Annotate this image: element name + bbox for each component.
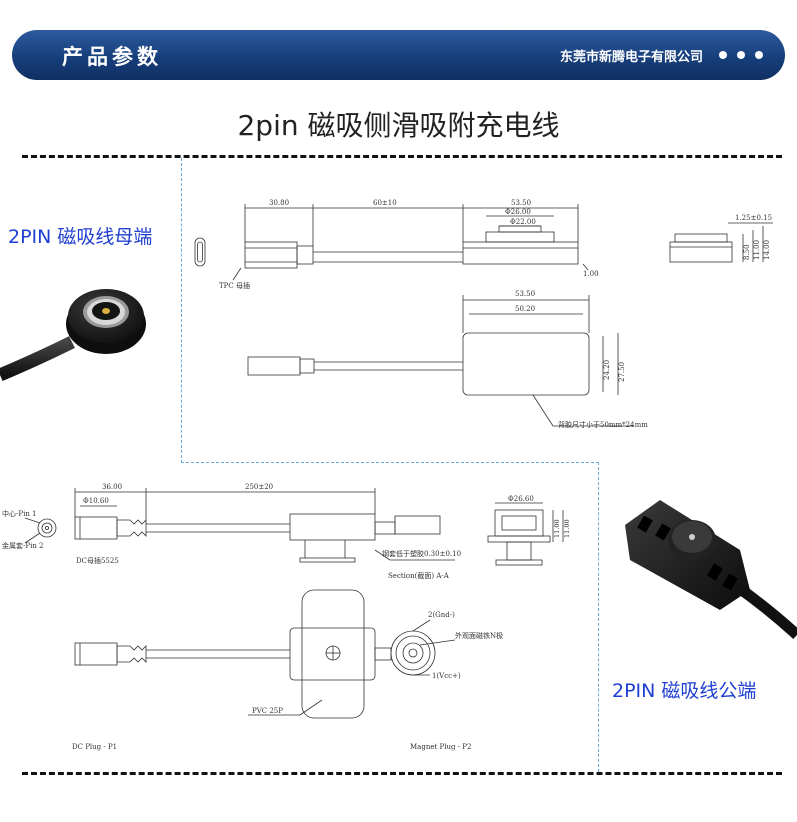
female-connector-photo bbox=[0, 289, 146, 381]
male-connector-photo bbox=[625, 500, 797, 640]
dim-label: 11.00 bbox=[553, 519, 561, 538]
male-end-label: 2PIN 磁吸线公端 bbox=[612, 680, 757, 702]
pin1-label: 中心-Pin 1 bbox=[2, 509, 37, 518]
dim-label: 1.00 bbox=[583, 270, 599, 278]
dim-label: 8.50 bbox=[743, 244, 751, 260]
header-title: 产品参数 bbox=[62, 45, 162, 69]
vcc-label: 1(Vcc+) bbox=[432, 672, 461, 680]
dim-label: Φ22.00 bbox=[510, 218, 536, 226]
guide-line bbox=[598, 462, 599, 772]
steel-note: 钢套低于塑胶0.30±0.10 bbox=[382, 549, 461, 558]
pin2-label: 金属套-Pin 2 bbox=[2, 541, 44, 550]
dim-label: 27.50 bbox=[618, 362, 626, 382]
dim-label: 250±20 bbox=[245, 483, 273, 491]
dim-label: 11.00 bbox=[563, 519, 571, 538]
dim-label: 24.20 bbox=[603, 360, 611, 380]
dots-icon bbox=[719, 51, 763, 59]
dc-plug-label: DC Plug - P1 bbox=[72, 743, 117, 751]
dim-label: Φ26.60 bbox=[508, 495, 534, 503]
divider-top bbox=[22, 155, 782, 158]
magnet-pole-note: 外观面磁铁N极 bbox=[455, 631, 503, 640]
dim-label: 14.00 bbox=[763, 240, 771, 260]
section-label: Section(截面) A-A bbox=[388, 571, 450, 580]
dim-label: 36.00 bbox=[102, 483, 122, 491]
dim-label: Φ10.60 bbox=[83, 497, 109, 505]
dim-label: 30.80 bbox=[269, 199, 289, 207]
female-end-label: 2PIN 磁吸线母端 bbox=[8, 226, 153, 248]
dc-socket-label: DC母插5525 bbox=[76, 556, 119, 565]
tpc-label: TPC 母插 bbox=[219, 281, 250, 290]
header-banner: 产品参数 东莞市新腾电子有限公司 bbox=[12, 30, 785, 80]
dim-label: 11.00 bbox=[753, 240, 761, 260]
divider-bottom bbox=[22, 772, 782, 775]
gnd-label: 2(Gnd-) bbox=[428, 611, 455, 619]
dim-label: Φ26.00 bbox=[505, 208, 531, 216]
dim-label: 60±10 bbox=[373, 199, 397, 207]
female-connector-drawing: 30.80 60±10 53.50 Φ26.00 Φ22.00 1.00 1.2… bbox=[194, 199, 773, 429]
dim-label: 53.50 bbox=[511, 199, 531, 207]
guide-line bbox=[181, 158, 182, 463]
company-name: 东莞市新腾电子有限公司 bbox=[559, 50, 703, 65]
male-connector-drawing: 36.00 250±20 Φ10.60 中心-Pin 1 金属套-Pin 2 D… bbox=[2, 483, 571, 751]
magnet-plug-label: Magnet Plug - P2 bbox=[410, 743, 471, 751]
dim-label: 50.20 bbox=[515, 305, 535, 313]
dim-label: 1.25±0.15 bbox=[735, 214, 772, 222]
guide-line bbox=[181, 462, 599, 463]
pvc-label: PVC 25P bbox=[252, 707, 283, 715]
dim-label: 53.50 bbox=[515, 290, 535, 298]
back-glue-note: 背胶尺寸小于50mm*24mm bbox=[558, 420, 648, 429]
page-title: 2pin 磁吸侧滑吸附充电线 bbox=[237, 109, 560, 142]
